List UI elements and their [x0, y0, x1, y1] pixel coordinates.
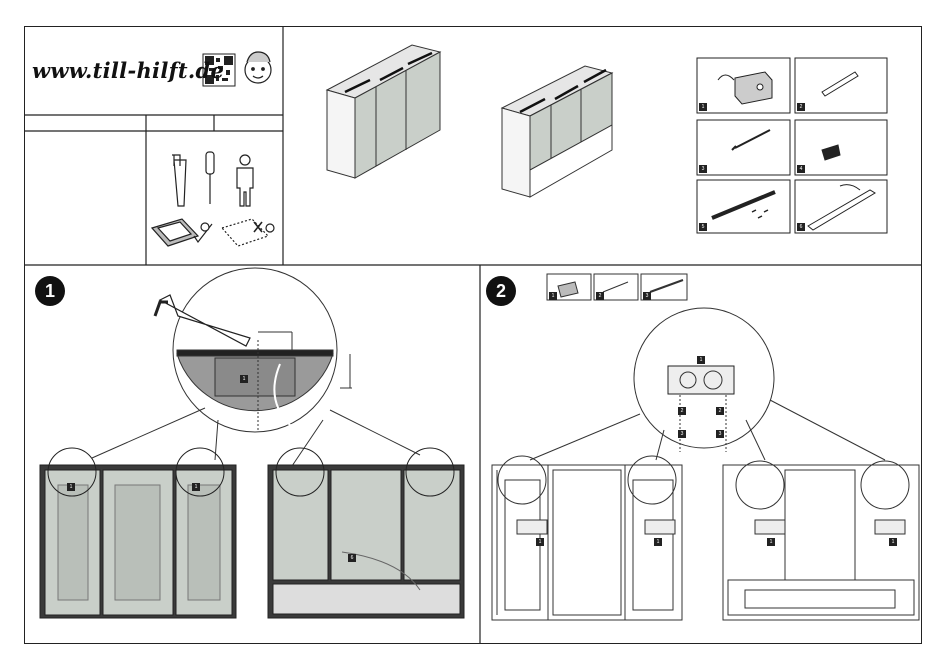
- hard-surface-not-ok-icon: [222, 219, 274, 246]
- cabinet-overview-2: [502, 66, 612, 197]
- step2-callout: 2: [716, 407, 724, 415]
- step2-callout: 3: [716, 430, 724, 438]
- step1-callout: 1: [67, 483, 75, 491]
- step-number-2: 2: [486, 276, 516, 306]
- step1-callout: 6: [348, 554, 356, 562]
- part-label-2: 2: [797, 103, 805, 111]
- step-2-detail: [492, 274, 919, 620]
- step2-callout: 3: [678, 430, 686, 438]
- soft-surface-ok-icon: [152, 219, 212, 246]
- step2-callout: 1: [536, 538, 544, 546]
- part-label-3: 3: [699, 165, 707, 173]
- step-1-cabinets: [40, 448, 464, 618]
- part-box-4: [795, 120, 887, 175]
- part-label-5: 5: [699, 223, 707, 231]
- step-number-1: 1: [35, 276, 65, 306]
- step1-callout: 1: [192, 483, 200, 491]
- screwdriver-icon: [206, 152, 214, 204]
- part-label-6: 6: [797, 223, 805, 231]
- part-label-1: 1: [699, 103, 707, 111]
- step2-callout: 1: [767, 538, 775, 546]
- step2-callout: 1: [697, 356, 705, 364]
- step2-callout: 2: [678, 407, 686, 415]
- step2-part-label-3: 3: [643, 292, 651, 300]
- step-1-detail: [92, 268, 420, 466]
- saw-icon: [172, 155, 186, 206]
- part-label-4: 4: [797, 165, 805, 173]
- step2-part-label-1: 1: [549, 292, 557, 300]
- website-logo[interactable]: www.till-hilft.de: [32, 58, 224, 83]
- person-icon: [237, 155, 253, 206]
- step2-part-label-2: 2: [596, 292, 604, 300]
- part-box-3: [697, 120, 790, 175]
- step1-callout: 1: [240, 375, 248, 383]
- cabinet-overview-1: [327, 45, 440, 178]
- step2-callout: 1: [654, 538, 662, 546]
- child-face-icon: [245, 52, 271, 83]
- step2-callout: 1: [889, 538, 897, 546]
